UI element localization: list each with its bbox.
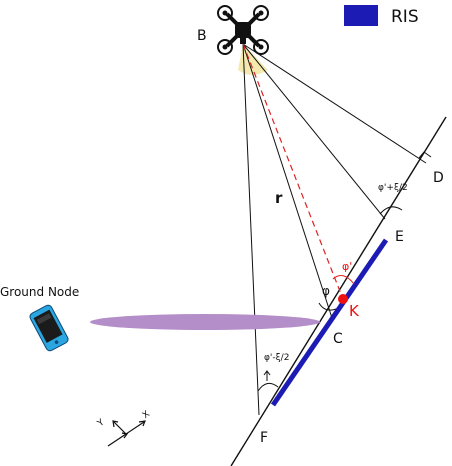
ground-footprint-ellipse — [90, 314, 320, 330]
line-b-f — [242, 43, 260, 416]
label-d: D — [433, 170, 444, 186]
label-c: C — [333, 331, 343, 347]
label-b: B — [197, 28, 207, 44]
line-b-c — [242, 43, 333, 319]
arrow-f — [263, 370, 271, 381]
label-angle-d: φ'+ξ/2 — [378, 183, 408, 193]
smartphone-icon — [29, 304, 69, 352]
reflection-point-k — [338, 294, 348, 304]
label-axis-x: X — [141, 409, 152, 421]
quadcopter-icon — [217, 5, 269, 55]
legend-label: RIS — [391, 7, 419, 27]
label-r: r — [275, 189, 283, 207]
label-phi: φ — [322, 284, 330, 298]
angle-arc-phi-prime — [332, 274, 355, 285]
label-ground-node: Ground Node — [0, 285, 79, 299]
beam-cone — [238, 44, 268, 75]
angle-arc-phi — [318, 302, 337, 311]
angle-arc-f — [257, 382, 279, 392]
ris-surface — [270, 238, 389, 407]
label-e: E — [395, 229, 404, 245]
right-angle-marker — [418, 151, 432, 159]
label-k: K — [349, 302, 360, 320]
legend-swatch — [344, 5, 378, 26]
angle-arc-e — [379, 206, 403, 215]
line-b-e — [242, 43, 386, 220]
label-phi-prime: φ' — [342, 260, 352, 273]
label-axis-y: Y — [95, 417, 107, 429]
label-f: F — [260, 430, 268, 446]
label-angle-f: φ'-ξ/2 — [264, 353, 289, 363]
coordinate-axes — [107, 420, 146, 447]
ground-line — [230, 116, 447, 466]
dashed-line-b-k — [242, 43, 344, 300]
line-b-d — [242, 43, 427, 164]
